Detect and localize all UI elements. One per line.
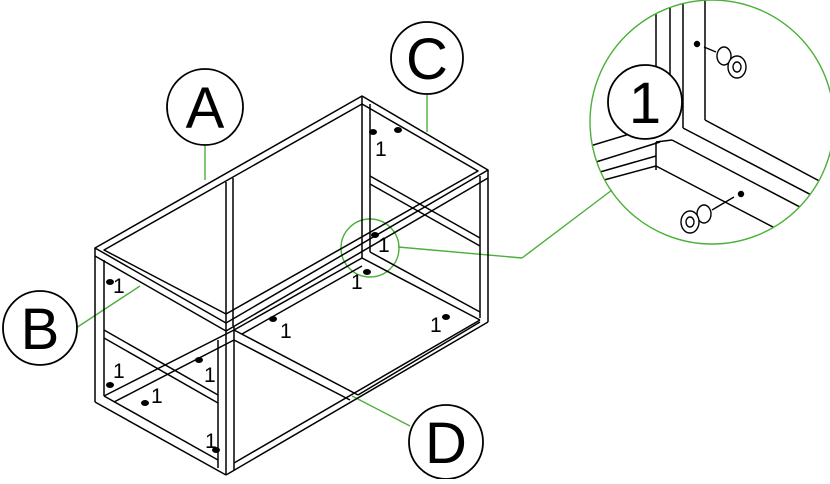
cam-screw-icon — [363, 269, 371, 275]
screw-label: 1 — [430, 314, 442, 337]
cam-screw-icon — [212, 447, 220, 453]
screw-label: 1 — [113, 360, 125, 383]
screw-label: 1 — [113, 275, 125, 298]
detail-view: 1 — [589, 0, 830, 245]
leader-detail-2 — [521, 189, 613, 259]
cam-screw-icon — [369, 129, 377, 135]
cam-screw-icon — [680, 190, 745, 234]
cam-screw-icon — [371, 232, 379, 238]
cam-screw-icon — [195, 357, 203, 363]
cam-screw-icon — [693, 40, 747, 79]
leader-lines — [75, 92, 613, 427]
frame-screws — [106, 127, 450, 453]
cam-screw-icon — [106, 279, 114, 285]
detail-label-circle — [607, 64, 683, 140]
cam-screw-icon — [394, 127, 402, 133]
screw-labels: 1 1 1 1 1 1 1 1 1 1 — [113, 138, 442, 453]
screw-label: 1 — [204, 364, 216, 387]
callout-d: D — [408, 404, 484, 480]
leader-b — [75, 285, 141, 329]
cam-screw-icon — [269, 316, 277, 322]
top-panel-inner — [103, 103, 479, 315]
cam-screw-icon — [141, 400, 149, 406]
leader-detail — [397, 246, 523, 259]
callout-a-label: A — [186, 76, 225, 141]
callout-d-label: D — [425, 411, 467, 476]
callout-a: A — [166, 68, 244, 146]
callout-b-label: B — [21, 297, 60, 362]
cam-screw-icon — [106, 382, 114, 388]
callout-b: B — [2, 290, 78, 366]
detail-label: 1 — [629, 71, 661, 136]
screw-label: 1 — [151, 385, 163, 408]
screw-label: 1 — [351, 271, 363, 294]
screw-label: 1 — [375, 138, 387, 161]
screw-label: 1 — [378, 234, 390, 257]
detail-circle — [589, 0, 830, 245]
callout-c-label: C — [406, 27, 448, 92]
leader-d — [351, 395, 411, 427]
cabinet-frame — [94, 95, 489, 476]
callout-c: C — [390, 21, 464, 95]
cam-screw-icon — [442, 314, 450, 320]
screw-label: 1 — [205, 430, 217, 453]
screw-label: 1 — [280, 320, 292, 343]
